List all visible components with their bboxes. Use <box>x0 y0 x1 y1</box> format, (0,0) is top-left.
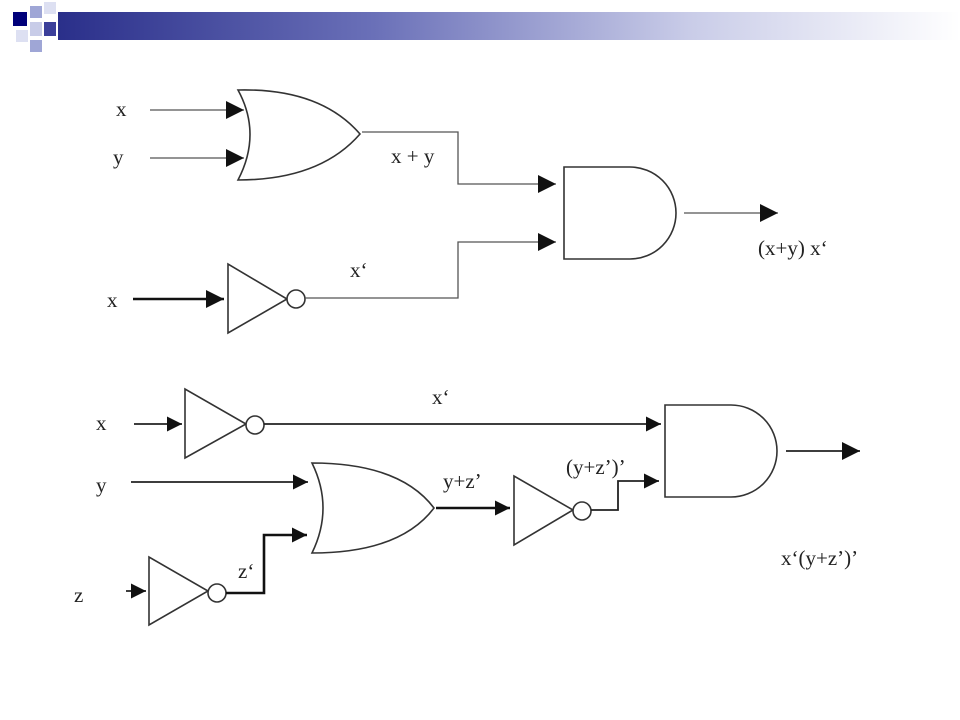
d1-not-output-label: x‘ <box>350 258 368 282</box>
header-square-faint <box>16 30 28 42</box>
d2-input-z-label: z <box>74 583 83 607</box>
d1-and-gate <box>563 166 677 260</box>
d1-input-x-label: x <box>116 97 127 121</box>
d2-result-label: x‘(y+z’)’ <box>781 546 858 570</box>
d2-not-z-output-label: z‘ <box>238 559 254 583</box>
header-square-light <box>30 6 42 18</box>
d2-input-y-label: y <box>96 473 107 497</box>
d1-or-output-label: x + y <box>391 144 435 168</box>
d1-input-y-label: y <box>113 145 124 169</box>
header-square-pale <box>44 2 56 14</box>
d2-not-x-output-label: x‘ <box>432 385 450 409</box>
d2-not-or-bubble <box>572 501 592 521</box>
d2-or-gate <box>310 462 436 554</box>
diagram-2: x y z x‘ z‘ y+z’ (y+z’)’ x <box>74 385 860 627</box>
d1-or-gate <box>236 89 362 181</box>
header-square-soft <box>30 40 42 52</box>
d2-not-or-gate <box>513 474 575 547</box>
d2-wire-notz-to-or <box>226 527 307 595</box>
d1-result-label: (x+y) x‘ <box>758 236 828 260</box>
d2-not-or-output-label: (y+z’)’ <box>566 455 626 479</box>
d2-input-x-label: x <box>96 411 107 435</box>
header-square-mid <box>44 22 56 36</box>
d1-not-bubble <box>286 289 306 309</box>
d2-wire-notor-to-and <box>591 473 659 511</box>
d1-wire-not-to-and <box>305 233 556 299</box>
d2-not-z-gate <box>148 555 210 627</box>
d1-input-x2-label: x <box>107 288 118 312</box>
d2-not-x-gate <box>184 387 248 460</box>
diagram-1: x y x x + y x‘ (x+y) x‘ <box>107 89 828 335</box>
header-square-lavender <box>30 22 42 36</box>
header-gradient-band <box>58 12 960 40</box>
d1-not-gate <box>227 262 289 335</box>
d1-wire-or-to-and <box>362 131 556 193</box>
header-square-dark <box>13 12 27 26</box>
d2-or-output-label: y+z’ <box>443 469 482 493</box>
d2-not-z-bubble <box>207 583 227 603</box>
d2-and-gate <box>664 404 778 498</box>
d2-not-x-bubble <box>245 415 265 435</box>
header-banner <box>13 2 960 52</box>
